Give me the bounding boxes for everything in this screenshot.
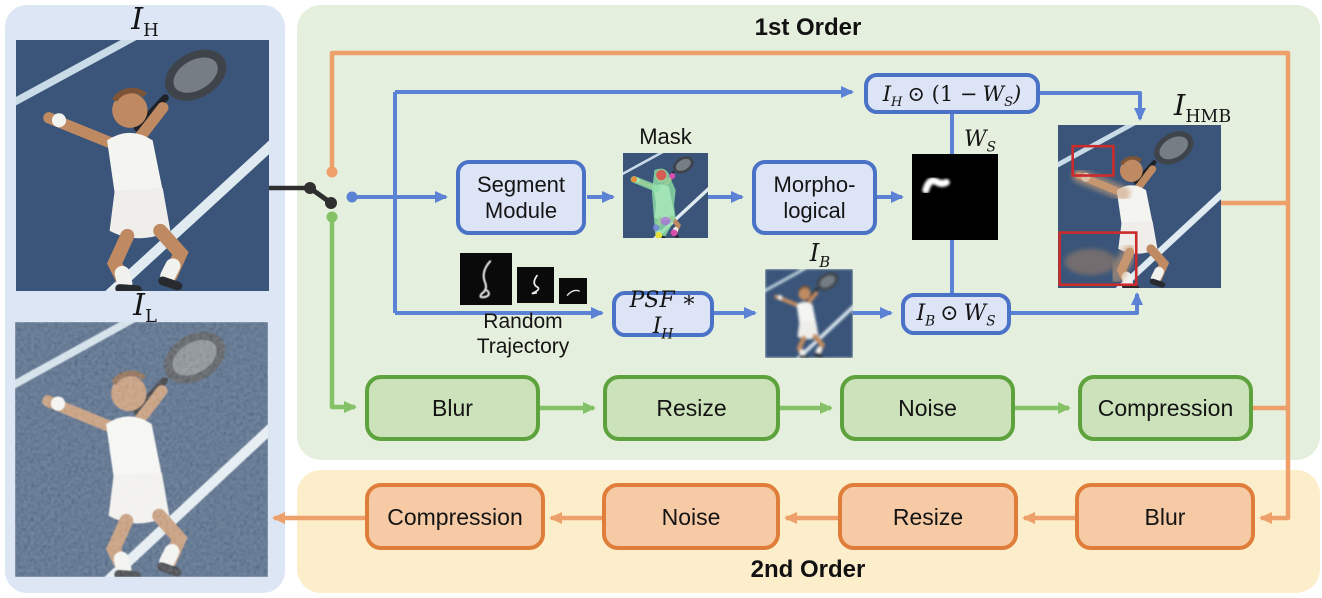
blend-background-box: IH⊙ (1 −WS): [864, 73, 1040, 114]
image-ih: [16, 40, 269, 291]
image-mask: [623, 153, 708, 238]
morphological-box: Morpho- logical: [752, 160, 877, 235]
first-order-noise-box: Noise: [840, 375, 1015, 441]
label-ih: IH: [131, 2, 159, 41]
second-order-noise-box: Noise: [602, 483, 780, 550]
second-order-resize-box: Resize: [838, 483, 1018, 550]
orange-connectors: [272, 50, 1291, 524]
label-mask: Mask: [639, 124, 692, 149]
label-ib: IB: [809, 239, 831, 271]
label-random-trajectory: Random Trajectory: [476, 310, 570, 358]
input-switch-icon: [268, 182, 337, 209]
red-highlight-arm: [1071, 144, 1115, 177]
label-ws: WS: [964, 127, 996, 156]
segment-module-box: Segment Module: [456, 160, 586, 235]
red-highlight-leg: [1058, 231, 1138, 287]
second-order-compression-box: Compression: [365, 483, 545, 550]
second-order-blur-box: Blur: [1075, 483, 1255, 550]
first-order-title: 1st Order: [754, 14, 862, 41]
image-ihmb: [1058, 125, 1221, 288]
blue-connectors: [346, 86, 1146, 319]
label-il: IL: [133, 288, 157, 327]
image-ws: [912, 154, 998, 240]
image-ib: [765, 269, 853, 358]
first-order-resize-box: Resize: [603, 375, 780, 441]
first-order-blur-box: Blur: [365, 375, 540, 441]
trajectory-kernel-medium: [517, 267, 554, 303]
second-order-title: 2nd Order: [750, 556, 866, 583]
label-ihmb: IHMB: [1173, 88, 1232, 127]
image-il: [15, 322, 268, 577]
trajectory-kernel-small: [559, 278, 587, 304]
psf-convolution-box: PSF ∗ IH: [612, 288, 714, 341]
trajectory-kernel-large: [460, 253, 512, 305]
first-order-compression-box: Compression: [1078, 375, 1253, 441]
green-connectors: [326, 211, 1071, 414]
blend-foreground-box: IB⊙WS: [901, 293, 1011, 335]
